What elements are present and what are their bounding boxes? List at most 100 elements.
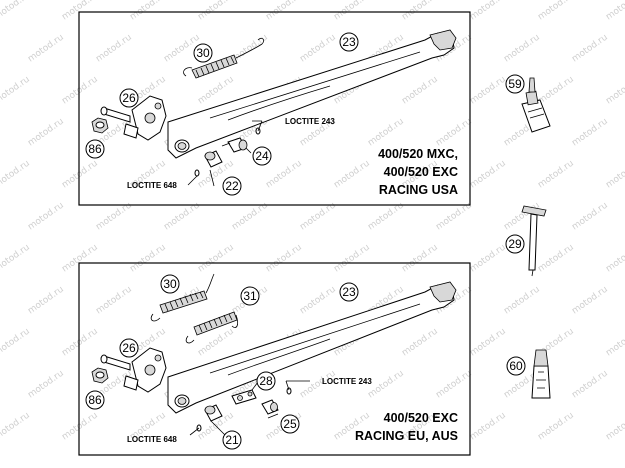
svg-text:60: 60 — [509, 359, 523, 373]
pivot-bracket-lower — [100, 347, 167, 393]
bolt-24 — [221, 127, 261, 153]
leader-lines-lower — [210, 380, 310, 441]
watermark-text: motod.ru — [94, 33, 134, 65]
watermark-text: motod.ru — [0, 243, 32, 275]
watermark-text: motod.ru — [298, 33, 338, 65]
side-stand-leg-lower — [167, 281, 457, 414]
callout-26-lower: 26 — [119, 338, 139, 358]
lower-panel-frame — [78, 262, 471, 456]
watermark-text: motod.ru — [196, 75, 236, 107]
model-line-upper-2: 400/520 EXC — [384, 165, 458, 179]
watermark-text: motod.ru — [468, 327, 508, 359]
upper-panel: 23 30 26 86 24 22 LOCTITE 243 LOCTITE 64… — [78, 11, 471, 206]
svg-text:22: 22 — [225, 179, 239, 193]
leader-loctite-648-upper — [187, 175, 198, 186]
watermark-text: motod.ru — [604, 411, 625, 443]
watermark-text: motod.ru — [468, 159, 508, 191]
svg-text:30: 30 — [163, 277, 177, 291]
nut-lower — [91, 367, 109, 384]
watermark-text: motod.ru — [60, 411, 100, 443]
watermark-text: motod.ru — [60, 75, 100, 107]
bracket-28-lower — [231, 389, 257, 405]
loctite-243-lower: LOCTITE 243 — [322, 377, 372, 386]
svg-text:26: 26 — [122, 341, 136, 355]
watermark-text: motod.ru — [264, 159, 304, 191]
callout-28-lower: 28 — [256, 371, 276, 391]
svg-text:23: 23 — [342, 35, 356, 49]
callout-86-upper: 86 — [85, 139, 105, 159]
model-line-lower-1: 400/520 EXC — [384, 411, 458, 425]
pivot-bracket — [100, 95, 167, 141]
watermark-text: motod.ru — [536, 411, 576, 443]
upper-panel-frame — [78, 11, 471, 206]
watermark-text: motod.ru — [502, 285, 542, 317]
watermark-text: motod.ru — [400, 75, 440, 107]
watermark-text: motod.ru — [0, 411, 32, 443]
svg-text:21: 21 — [225, 433, 239, 447]
model-line-upper-1: 400/520 MXC, — [378, 147, 458, 161]
model-line-lower-2: RACING EU, AUS — [355, 429, 458, 443]
watermark-text: motod.ru — [0, 159, 32, 191]
svg-text:26: 26 — [122, 91, 136, 105]
bolt-25-lower — [261, 387, 292, 415]
watermark-text: motod.ru — [298, 285, 338, 317]
watermark-text: motod.ru — [434, 117, 474, 149]
watermark-text: motod.ru — [332, 243, 372, 275]
callout-26-upper: 26 — [119, 88, 139, 108]
leader-loctite-648-lower — [189, 427, 200, 436]
callout-31-lower: 31 — [240, 286, 260, 306]
loctite-648-lower: LOCTITE 648 — [127, 435, 177, 444]
spring-30-lower — [150, 273, 215, 322]
model-line-upper-3: RACING USA — [379, 183, 458, 197]
loctite-648-upper: LOCTITE 648 — [127, 181, 177, 190]
watermark-text: motod.ru — [128, 243, 168, 275]
watermark-text: motod.ru — [400, 243, 440, 275]
leader-lines-upper — [209, 120, 263, 187]
watermark-text: motod.ru — [400, 327, 440, 359]
watermark-text: motod.ru — [604, 243, 625, 275]
svg-text:86: 86 — [88, 393, 102, 407]
watermark-text: motod.ru — [604, 327, 625, 359]
callout-23-upper: 23 — [339, 32, 359, 52]
svg-text:24: 24 — [255, 149, 269, 163]
watermark-text: motod.ru — [26, 117, 66, 149]
watermark-text: motod.ru — [60, 327, 100, 359]
watermark-text: motod.ru — [536, 243, 576, 275]
watermark-text: motod.ru — [468, 243, 508, 275]
loctite-243-upper: LOCTITE 243 — [285, 117, 335, 126]
callout-22-upper: 22 — [222, 176, 242, 196]
watermark-text: motod.ru — [468, 75, 508, 107]
callout-30-lower: 30 — [160, 274, 180, 294]
svg-text:86: 86 — [88, 142, 102, 156]
watermark-text: motod.ru — [60, 159, 100, 191]
watermark-text: motod.ru — [60, 243, 100, 275]
watermark-text: motod.ru — [26, 369, 66, 401]
side-stand-leg — [167, 29, 457, 159]
watermark-text: motod.ru — [434, 369, 474, 401]
svg-text:30: 30 — [196, 46, 210, 60]
nut — [91, 117, 109, 134]
watermark-text: motod.ru — [196, 243, 236, 275]
watermark-text: motod.ru — [570, 369, 610, 401]
watermark-text: motod.ru — [536, 0, 576, 22]
tool-29: 29 — [505, 205, 547, 277]
watermark-text: motod.ru — [604, 0, 625, 22]
watermark-text: motod.ru — [0, 75, 32, 107]
spring-31-lower — [185, 311, 239, 344]
watermark-text: motod.ru — [26, 285, 66, 317]
watermark-text: motod.ru — [332, 0, 372, 22]
watermark-text: motod.ru — [26, 201, 66, 233]
watermark-text: motod.ru — [468, 0, 508, 22]
watermark-text: motod.ru — [0, 0, 32, 22]
watermark-text: motod.ru — [468, 411, 508, 443]
sleeve-22 — [194, 150, 223, 177]
loctite-bottle-59: 59 — [505, 74, 551, 133]
callout-25-lower: 25 — [280, 414, 300, 434]
watermark-text: motod.ru — [570, 33, 610, 65]
watermark-text: motod.ru — [570, 201, 610, 233]
watermark-text: motod.ru — [366, 117, 406, 149]
callout-86-lower: 86 — [85, 390, 105, 410]
spring-30 — [183, 37, 265, 79]
svg-text:59: 59 — [508, 77, 522, 91]
